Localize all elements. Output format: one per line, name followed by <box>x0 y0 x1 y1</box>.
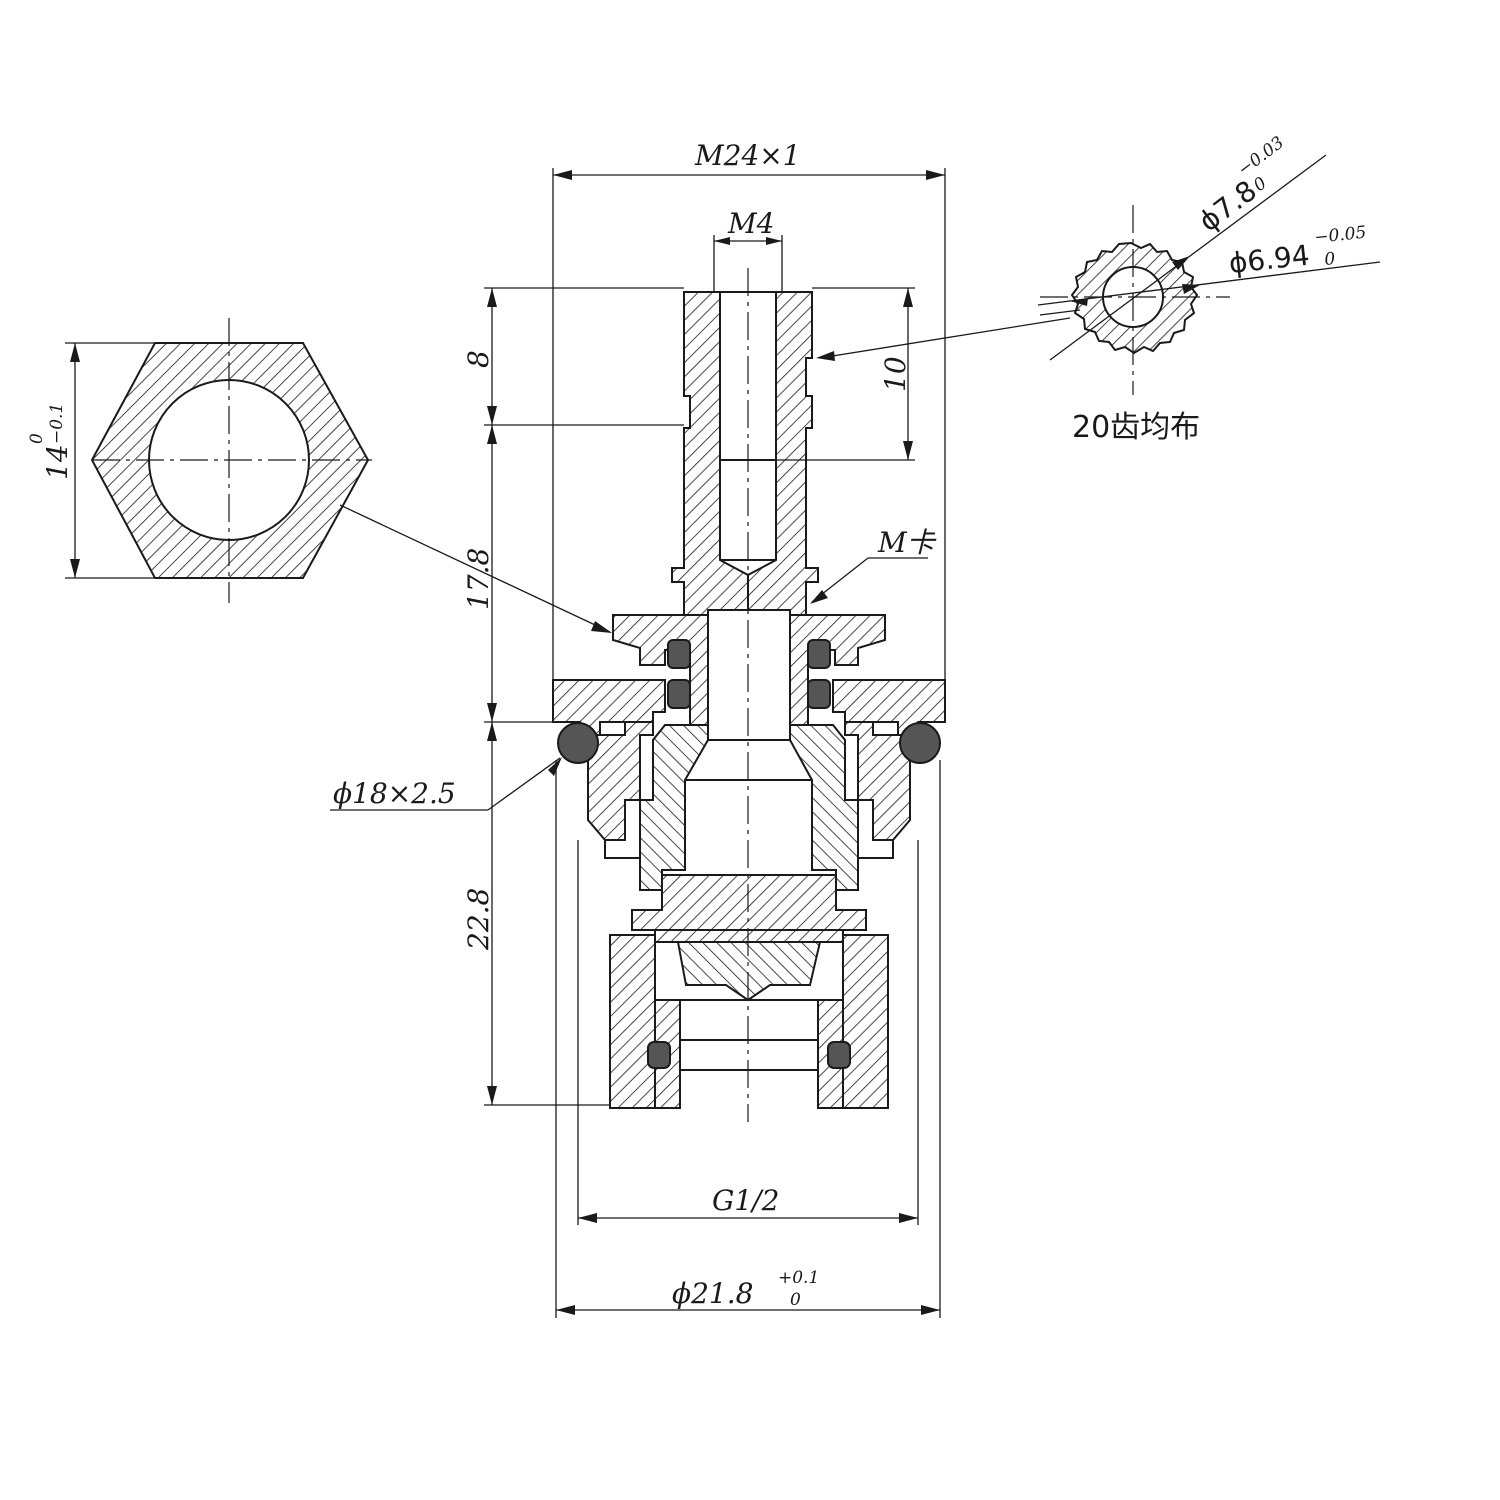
oring-label: ϕ18×2.5 <box>333 777 456 810</box>
dim-8-label: 8 <box>462 350 495 368</box>
spline-teeth-note: 20齿均布 <box>1072 410 1200 445</box>
dim-m4-label: M4 <box>727 207 774 240</box>
hex-dim-lower-tol: −0.1 <box>47 403 67 444</box>
spline-outer-dim-upper: −0.03 <box>1234 133 1288 180</box>
hex-dim-upper-tol: 0 <box>27 433 47 444</box>
spline-inner-dim-upper: −0.05 <box>1313 223 1367 248</box>
dim-228-label: 22.8 <box>462 888 495 951</box>
dim-10-label: 10 <box>879 356 912 392</box>
dim-d218-lower: 0 <box>790 1290 801 1310</box>
dim-m24 <box>552 168 946 680</box>
dim-m4 <box>713 235 783 292</box>
hex-leader-line <box>339 504 611 633</box>
hex-section-view <box>65 318 372 603</box>
dim-d218 <box>555 760 941 1318</box>
spline-detail-view <box>1037 154 1381 395</box>
dim-g12-label: G1/2 <box>712 1184 779 1217</box>
dim-d218-label: ϕ21.8 <box>672 1277 753 1310</box>
dim-g12 <box>577 840 919 1225</box>
hex-dim-main: 14 <box>41 444 74 480</box>
spline-inner-dim-lower: 0 <box>1323 249 1336 270</box>
dim-left-stack <box>484 287 684 1106</box>
dim-m24-label: M24×1 <box>694 139 801 172</box>
dim-178-label: 17.8 <box>462 548 495 610</box>
spline-inner-dim-main: ϕ6.94 <box>1227 239 1311 280</box>
mk-label: M卡 <box>877 526 937 559</box>
cartridge-section <box>552 268 946 1122</box>
dim-10 <box>776 287 915 461</box>
dim-d218-upper: +0.1 <box>778 1268 819 1288</box>
